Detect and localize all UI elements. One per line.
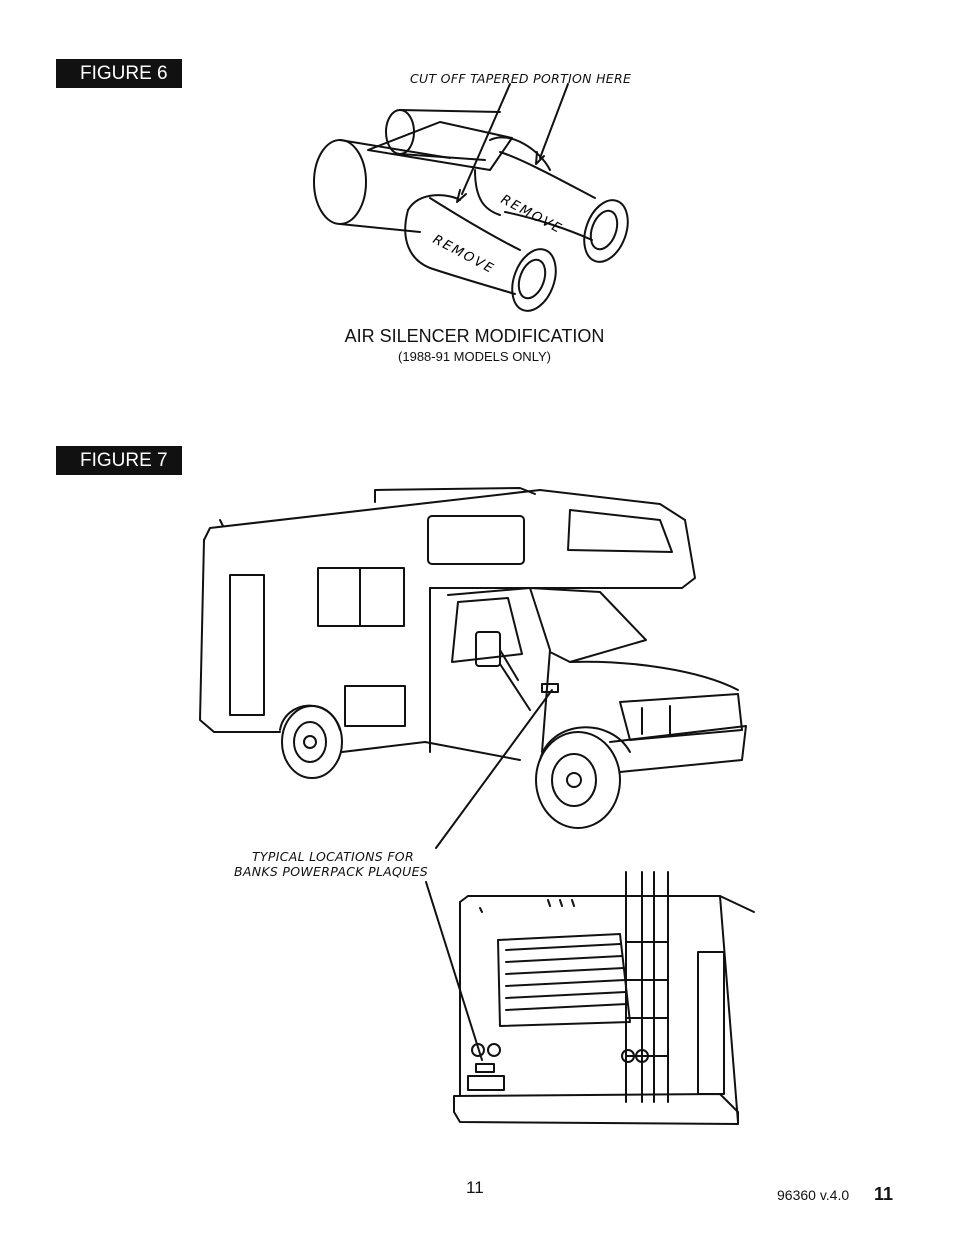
figure-7-label: FIGURE 7 <box>56 446 182 475</box>
cut-off-callout: CUT OFF TAPERED PORTION HERE <box>410 71 632 86</box>
figure-6-title: AIR SILENCER MODIFICATION <box>344 326 605 346</box>
page-number-bold: 11 <box>874 1184 894 1204</box>
air-silencer-drawing: REMOVE REMOVE <box>300 90 640 320</box>
motorhome-rear-drawing <box>420 872 760 1142</box>
motorhome-front-drawing <box>190 480 760 840</box>
figure-6-caption: AIR SILENCER MODIFICATION (1988-91 MODEL… <box>0 326 954 364</box>
figure-6-label: FIGURE 6 <box>56 59 182 88</box>
figure-6-subtitle: (1988-91 MODELS ONLY) <box>398 349 551 364</box>
plaque-callout-line1: TYPICAL LOCATIONS FOR <box>252 849 414 864</box>
remove-stamp-right: REMOVE <box>498 192 565 237</box>
page-number: 11 <box>466 1178 484 1197</box>
document-version: 96360 v.4.0 <box>777 1187 850 1203</box>
plaque-callout-line2: BANKS POWERPACK PLAQUES <box>234 864 429 879</box>
